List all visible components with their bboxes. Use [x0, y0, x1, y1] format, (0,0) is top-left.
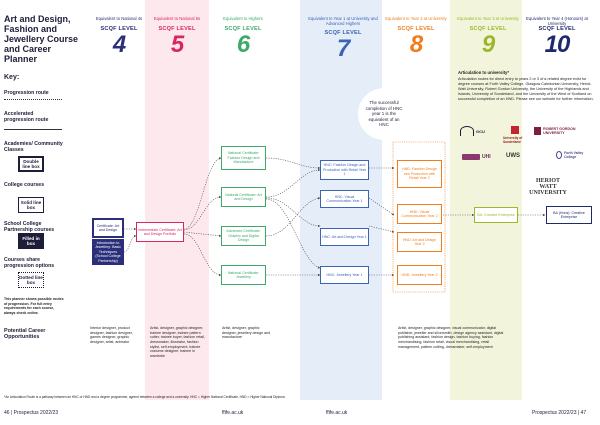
box-nc-art-design: National Certificate: Art and Design: [221, 187, 266, 207]
forth-valley-logo: Forth Valley College: [556, 151, 586, 159]
hnc-equivalent-note: The successful completion of HNC year 1 …: [358, 88, 410, 140]
box-hnd-fashion: HND: Fashion Design and Production with …: [397, 160, 442, 188]
level-8-number: 8: [409, 31, 423, 58]
careers-level-5: Artist, designer, graphic designer, trai…: [150, 326, 205, 359]
careers-level-8: Artist, designer, graphic designer, visu…: [398, 326, 504, 349]
sunderland-label: University of Sunderland: [503, 136, 523, 144]
box-nc-fashion: National Certificate: Fashion Design and…: [221, 146, 266, 170]
uws-logo: UWS: [506, 153, 520, 159]
key-heading: Key:: [4, 74, 20, 81]
key-accelerated-route: Accelerated progression route: [4, 111, 49, 124]
level-6-subtitle: Equivalent to Highers: [223, 16, 263, 21]
key-school-college: School College Partnership courses: [4, 221, 55, 234]
gcu-label: GCU: [476, 128, 485, 134]
box-hnc-art-design: HNC: Art and Design Year 1: [320, 228, 369, 246]
solid-line-box-sample: Solid line box: [18, 197, 44, 213]
sunderland-crest-icon: [511, 126, 519, 134]
page-title: Art and Design, Fashion and Jewellery Co…: [4, 14, 79, 65]
level-6-scqf-label: SCQF LEVEL: [224, 26, 262, 32]
careers-level-4: Interior designer, product designer, fas…: [90, 326, 133, 345]
level-4-number: 4: [112, 31, 126, 58]
level-7-subtitle: Equivalent to Year 1 at University and A…: [308, 16, 378, 27]
forth-valley-label: Forth Valley College: [564, 151, 584, 159]
articulation-body: Articulation routes for direct entry to …: [458, 77, 594, 101]
footer-right: Prospectus 2022/23 | 47: [532, 410, 587, 416]
forth-valley-icon: [556, 151, 563, 159]
key-college-courses: College courses: [4, 182, 45, 188]
level-4-scqf-label: SCQF LEVEL: [100, 26, 138, 32]
level-4-subtitle: Equivalent to National 4s: [95, 16, 143, 21]
potential-careers-heading: Potential Career Opportunities: [4, 328, 46, 341]
box-hnd-visual: HND: Visual Communication Year 2: [397, 204, 442, 224]
box-nc-jewellery: National Certificate: Jewellery: [221, 265, 266, 285]
level-7-number: 7: [336, 35, 350, 62]
rgu-label: ROBERT GORDON UNIVERSITY: [543, 127, 576, 135]
footer-left: 46 | Prospectus 2022/23: [4, 410, 59, 416]
accelerated-route-line: [4, 129, 62, 130]
box-hnd-jewellery: HND: Jewellery Year 2: [397, 265, 442, 285]
key-progression-route: Progression route: [4, 90, 49, 96]
level-9-number: 9: [481, 31, 495, 58]
level-8-scqf-label: SCQF LEVEL: [397, 26, 435, 32]
gcu-arch-icon: [460, 126, 474, 136]
gcu-logo: GCU: [460, 126, 485, 136]
level-10-scqf-label: SCQF LEVEL: [538, 26, 576, 32]
box-intro-jewellery: Introduction to Jewellery: Basic Techniq…: [92, 239, 124, 265]
footer-url-2[interactable]: ffife.ac.uk: [326, 410, 348, 416]
articulation-heading: Articulation to university*: [458, 70, 509, 75]
level-5-number: 5: [170, 31, 184, 58]
uhi-logo: UHI: [462, 154, 491, 160]
box-ba-hons: BA (Hons): Creative Enterprise: [546, 206, 592, 224]
level-6-number: 6: [236, 31, 250, 58]
footer-url-1[interactable]: ffife.ac.uk: [222, 410, 244, 416]
level-9-subtitle: Equivalent to Year 3 at University: [457, 16, 519, 21]
box-adv-cert-graphic: Advanced Certificate: Graphic and Digita…: [221, 226, 266, 246]
level-10-number: 10: [544, 31, 571, 58]
level-8-subtitle: Equivalent to Year 2 at University: [385, 16, 447, 21]
level-9-scqf-label: SCQF LEVEL: [469, 26, 507, 32]
planner-note: This planner shows possible routes of pr…: [4, 297, 64, 315]
box-hnc-fashion: HNC: Fashion Design and Production with …: [320, 160, 369, 180]
filled-in-box-sample: Filled in box: [18, 233, 44, 249]
level-10-subtitle: Equivalent to Year 4 (Honours) at Univer…: [526, 16, 588, 27]
double-line-box-sample: Double line box: [18, 156, 44, 172]
rgu-square-icon: [534, 127, 542, 135]
heriot-watt-label: HERIOT WATT UNIVERSITY: [529, 178, 567, 196]
rgu-logo: ROBERT GORDON UNIVERSITY: [534, 127, 592, 135]
footnote: *An Articulation Route is a pathway betw…: [4, 395, 285, 399]
uws-label: UWS: [506, 153, 520, 159]
box-hnc-jewellery: HNC: Jewellery Year 1: [320, 266, 369, 284]
level-5-subtitle: Equivalent to National 5s: [153, 16, 201, 21]
uhi-mark-icon: [462, 154, 480, 160]
key-academies: Academies/ Community Classes: [4, 141, 63, 154]
sunderland-logo: University of Sunderland: [503, 126, 527, 144]
heriot-watt-logo: HERIOT WATT UNIVERSITY: [528, 178, 568, 196]
box-intermediate-cert: Intermediate Certificate: Art and Design…: [136, 222, 184, 242]
progression-route-line: [4, 99, 62, 100]
level-5-column: [145, 0, 209, 400]
uhi-label: UHI: [482, 154, 491, 160]
dotted-line-box-sample: Dotted line box: [18, 272, 44, 288]
box-hnd-art-design: HND: Art and Design Year 2: [397, 232, 442, 252]
key-courses-share: Courses share progression options: [4, 257, 55, 270]
level-5-scqf-label: SCQF LEVEL: [158, 26, 196, 32]
box-ba-creative: BA: Creative Enterprise: [474, 207, 518, 223]
box-hnc-visual: HNC: Visual Communication Year 1: [320, 190, 369, 208]
box-cert-art-design: Certificate: Art and Design: [92, 218, 124, 238]
level-9-column: [450, 0, 522, 400]
careers-level-6: Artist, designer, graphic designer, jewe…: [222, 326, 271, 340]
level-7-scqf-label: SCQF LEVEL: [324, 30, 362, 36]
